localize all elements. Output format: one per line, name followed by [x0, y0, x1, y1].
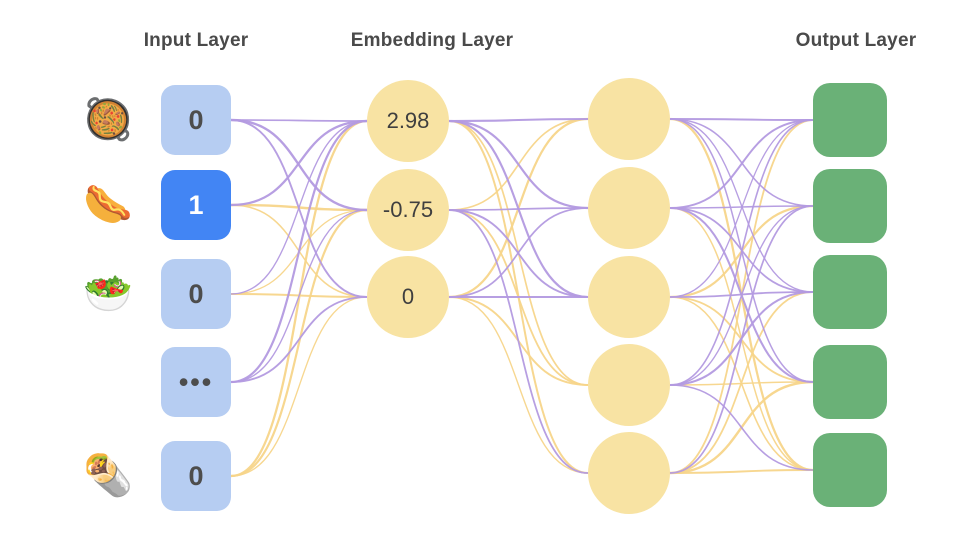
input-node-4[interactable]: 0 [161, 441, 231, 511]
edge [448, 207, 589, 298]
output-node-3[interactable] [813, 345, 887, 419]
edge [229, 208, 369, 478]
edge [669, 119, 814, 209]
layer-title-2: Output Layer [795, 30, 917, 51]
salad-bowl-icon: 🥗 [83, 272, 133, 316]
input-node-2[interactable]: 0 [161, 259, 231, 329]
input-node-1[interactable]: 1 [161, 170, 231, 240]
hot-dog-icon: 🌭 [83, 183, 133, 227]
edge [229, 119, 369, 207]
edge [669, 118, 814, 293]
edge [669, 205, 814, 474]
burrito-icon: 🌯 [83, 454, 133, 498]
layer-title-0: Input Layer [143, 30, 249, 51]
hidden-node-4[interactable] [588, 432, 670, 514]
edge [230, 296, 368, 383]
input-node-3[interactable]: ••• [161, 347, 231, 417]
edge [447, 117, 590, 123]
edge [230, 119, 368, 122]
edge [669, 205, 814, 386]
edge [669, 119, 814, 386]
edge [230, 296, 368, 477]
edge [229, 119, 369, 384]
output-node-4[interactable] [813, 433, 887, 507]
layer-title-1: Embedding Layer [350, 30, 514, 51]
output-node-1[interactable] [813, 169, 887, 243]
edge [230, 209, 368, 383]
edge [448, 209, 589, 474]
output-node-2[interactable] [813, 255, 887, 329]
edge [669, 118, 814, 121]
edge [448, 207, 589, 211]
output-node-0[interactable] [813, 83, 887, 157]
embedding-node-1[interactable]: -0.75 [367, 169, 449, 251]
hidden-node-0[interactable] [588, 78, 670, 160]
soup-bowl-icon: 🥘 [83, 98, 133, 142]
edge [669, 119, 814, 298]
edge [230, 120, 368, 295]
edge [669, 291, 814, 474]
edge [669, 384, 814, 471]
edge [229, 118, 369, 212]
embedding-node-0[interactable]: 2.98 [367, 80, 449, 162]
edge [447, 119, 590, 210]
hidden-node-2[interactable] [588, 256, 670, 338]
edge [229, 119, 369, 478]
hidden-node-1[interactable] [588, 167, 670, 249]
embedding-node-2[interactable]: 0 [367, 256, 449, 338]
edge [669, 469, 814, 474]
hidden-node-3[interactable] [588, 344, 670, 426]
edge [448, 296, 589, 474]
input-node-0[interactable]: 0 [161, 85, 231, 155]
